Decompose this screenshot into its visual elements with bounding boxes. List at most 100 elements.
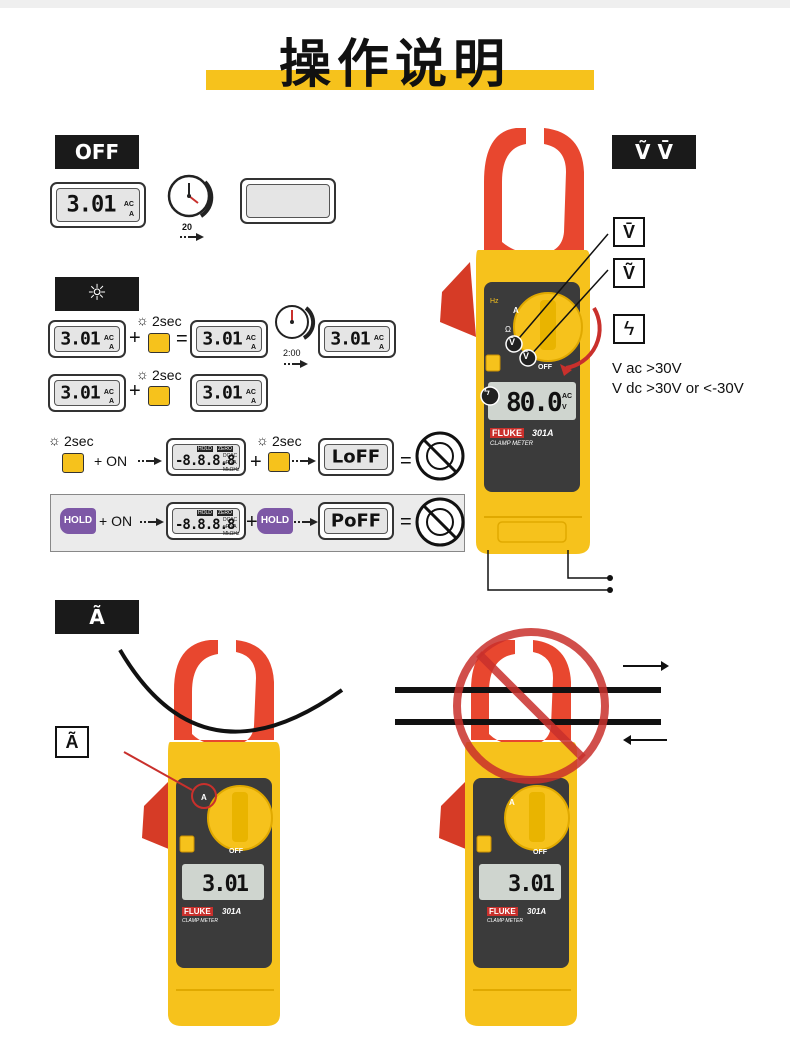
meter-vac-mark: Ṽ — [523, 351, 530, 361]
aac-icon: Ã — [55, 726, 89, 758]
lcd-unit-ac: AC — [373, 335, 384, 342]
meter-subtitle: CLAMP METER — [490, 441, 534, 447]
timer-clock-icon — [275, 305, 316, 340]
seg-zero: ZERO — [217, 446, 233, 452]
meter-model: 301A — [532, 428, 554, 438]
lcd-display: 3.01 AC A — [50, 182, 146, 228]
lcd-display: 3.01 AC A — [318, 320, 396, 358]
lcd-reading: 3.01 — [60, 382, 100, 404]
backlight-button[interactable] — [268, 452, 290, 472]
arrow-icon — [140, 518, 164, 526]
seg-digits: -8.8.8.8 — [175, 517, 235, 533]
backlight-button[interactable] — [148, 333, 170, 353]
backlight-section-tag: ☼ — [55, 277, 139, 311]
hold-button[interactable]: HOLD — [60, 508, 96, 534]
lcd-unit-a: A — [128, 211, 134, 218]
lcd-reading: 3.01 — [202, 328, 242, 350]
lcd-display: 3.01 AC A — [190, 320, 268, 358]
timer-clock-icon — [167, 174, 214, 218]
top-strip — [0, 0, 790, 8]
poff-text: PoFF — [330, 510, 382, 532]
equals-sign: = — [400, 511, 412, 533]
lcd-unit-a: A — [250, 344, 256, 351]
on-label: + ON — [94, 453, 128, 469]
lcd-unit-ac: AC — [103, 389, 114, 396]
meter-vdc-mark: V̄ — [509, 337, 516, 347]
vdc-threshold: V dc >30V or <-30V — [612, 380, 744, 397]
meter-off-label: OFF — [229, 848, 243, 855]
meter-a-label: A — [509, 798, 515, 807]
meter-a-label: A — [201, 793, 207, 802]
vac-threshold: V ac >30V — [612, 360, 682, 377]
meter-brand: FLUKE — [490, 428, 524, 438]
meter-a-label: A — [513, 306, 519, 315]
hazard-icon: ϟ — [613, 314, 645, 344]
lcd-full-segments: HOLD ZERO -8.8.8.8 DCAC nF VA MkΩHz — [166, 502, 246, 540]
equals-sign: = — [176, 328, 188, 350]
lcd-display: 3.01 AC A — [190, 374, 268, 412]
timer-label-2: 2:00 — [283, 348, 301, 358]
lcd-unit-ac: AC — [245, 389, 256, 396]
big-unit-ac: AC — [562, 393, 573, 400]
lcd-unit-a: A — [108, 344, 114, 351]
vdc-icon: V̄ — [613, 217, 645, 247]
meter-off-label: OFF — [533, 849, 547, 856]
title-underline — [206, 70, 594, 90]
lcd-unit-ac: AC — [245, 335, 256, 342]
meter-hazard-mark: ϟ — [484, 386, 490, 398]
clamp-meter-incorrect — [395, 628, 669, 1026]
voltage-callouts — [480, 233, 609, 406]
arrow-icon — [292, 457, 316, 465]
lcd-unit-a: A — [250, 398, 256, 405]
meter-model: 301A — [222, 907, 242, 916]
meter-brand: FLUKE — [182, 907, 213, 916]
vac-icon: Ṽ — [613, 258, 645, 288]
test-leads — [487, 550, 613, 593]
meter-brand: FLUKE — [487, 907, 518, 916]
lcd-reading: 3.01 — [202, 382, 242, 404]
big-reading: 80.0 — [506, 388, 563, 418]
backlight-button[interactable] — [62, 453, 84, 473]
lcd-loff-display: LoFF — [318, 438, 394, 476]
sun-icon: ☼ — [48, 432, 61, 448]
loff-text: LoFF — [331, 446, 381, 468]
lcd-unit-ac: AC — [103, 335, 114, 342]
equals-sign: = — [400, 450, 412, 472]
seg-zero: ZERO — [217, 510, 233, 516]
duration-label: 2sec — [152, 313, 182, 329]
off-section-tag: OFF — [55, 135, 139, 169]
lcd-reading: 3.01 — [66, 192, 117, 218]
lcd-blank-display — [240, 178, 336, 224]
plus-sign: + — [246, 511, 258, 533]
arrow-icon — [284, 360, 308, 368]
seg-hold: HOLD — [197, 446, 213, 452]
seg-dcac: DCAC — [223, 453, 238, 459]
lcd-reading: 3.01 — [60, 328, 100, 350]
voltage-section-tag: Ṽ V̄ — [612, 135, 696, 169]
plus-sign: + — [129, 327, 141, 349]
meter-reading: 3.01 — [202, 872, 249, 897]
timer-label: 20 — [182, 222, 193, 232]
sun-icon: ☼ — [136, 312, 149, 328]
lcd-unit-ac: AC — [123, 201, 134, 208]
seg-units-2: MkΩHz — [223, 531, 240, 537]
no-timer-icon — [415, 497, 465, 547]
sun-icon: ☼ — [136, 366, 149, 382]
lcd-display: 3.01 AC A — [48, 320, 126, 358]
big-unit-v: V — [562, 404, 567, 411]
seg-digits: -8.8.8.8 — [175, 453, 235, 469]
hold-button[interactable]: HOLD — [257, 508, 293, 534]
seg-units: nF VA — [223, 524, 237, 530]
duration-label: 2sec — [272, 433, 302, 449]
page-title: 操作说明 — [278, 35, 511, 95]
no-timer-icon — [415, 431, 465, 481]
on-label: + ON — [99, 513, 133, 529]
meter-subtitle: CLAMP METER — [487, 918, 523, 924]
seg-units-2: MkΩHz — [223, 467, 240, 473]
seg-hold: HOLD — [197, 510, 213, 516]
plus-sign: + — [129, 380, 141, 402]
meter-model: 301A — [527, 907, 547, 916]
duration-label: 2sec — [152, 367, 182, 383]
seg-dcac: DCAC — [223, 517, 238, 523]
backlight-button[interactable] — [148, 386, 170, 406]
